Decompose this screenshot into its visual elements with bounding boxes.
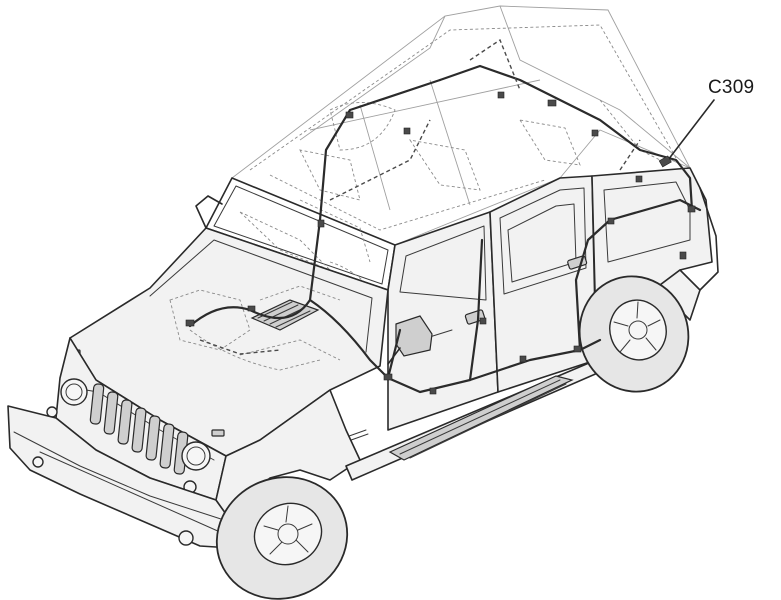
callout-label-c309: C309 (708, 77, 755, 98)
side-step (345, 359, 601, 481)
headlamp-right (181, 441, 211, 471)
rear-wheel (578, 275, 690, 393)
front-wheel (215, 476, 349, 600)
callout-leader-c309 (658, 99, 715, 168)
connector-c309 (658, 155, 672, 168)
front-bumper (7, 405, 237, 549)
headlamp-left (60, 378, 88, 406)
tow-hook-left (32, 456, 44, 468)
hood-latch-right (211, 429, 225, 437)
tow-hook-right (178, 530, 194, 546)
wiring-harness (185, 38, 702, 395)
doors (387, 167, 719, 431)
